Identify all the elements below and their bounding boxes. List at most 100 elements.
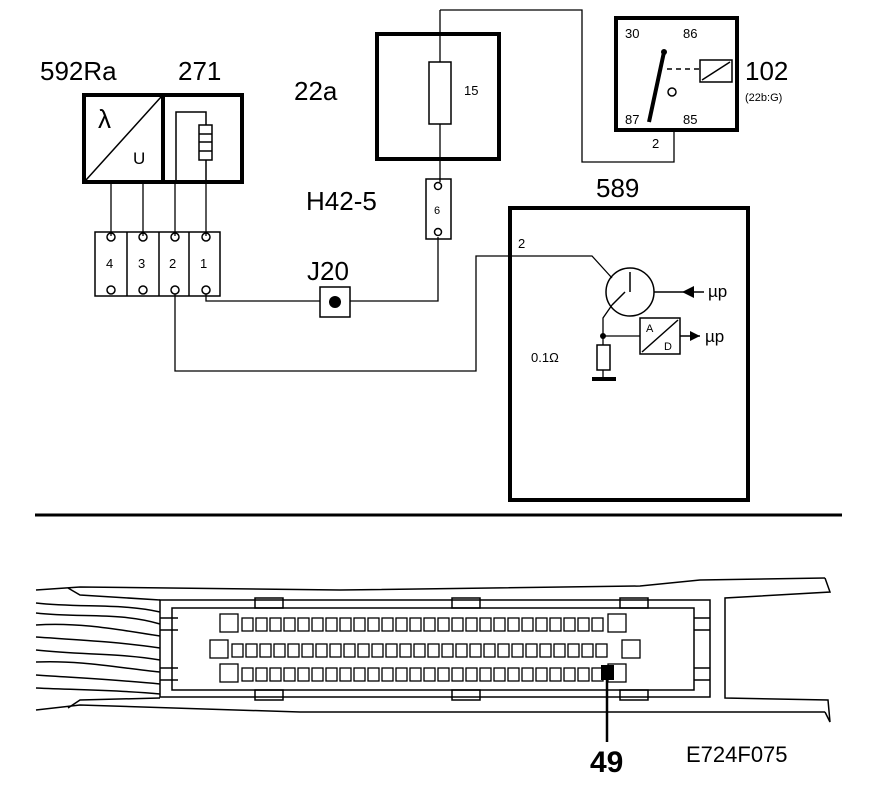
connector-pin — [219, 663, 239, 683]
u-symbol: U — [133, 149, 145, 168]
sensor-id-label: 592Ra — [40, 56, 117, 86]
relay-pin-85: 85 — [683, 112, 697, 127]
connector-pin — [493, 667, 506, 682]
connector-pin — [581, 643, 594, 658]
connector-pin — [621, 639, 641, 659]
connector-pin — [287, 643, 300, 658]
connector-pin — [371, 643, 384, 658]
connector-label: H42-5 — [306, 186, 377, 216]
resistor-label: 0.1Ω — [531, 350, 559, 365]
connector-pin — [297, 667, 310, 682]
connector-pin — [455, 643, 468, 658]
connector-pin — [507, 617, 520, 632]
connector-pin — [465, 617, 478, 632]
sensor-sub-label: 271 — [178, 56, 221, 86]
connector-pin — [255, 617, 268, 632]
connector-pin — [325, 617, 338, 632]
connector-pin — [241, 617, 254, 632]
connector-pin — [437, 667, 450, 682]
sensor-pin-4: 4 — [106, 256, 113, 271]
connector-pin — [325, 667, 338, 682]
connector-pin — [283, 617, 296, 632]
connector-pin — [301, 643, 314, 658]
connector-pin — [241, 667, 254, 682]
connector-pin — [493, 617, 506, 632]
connector-pin — [451, 617, 464, 632]
connector-pin-label: 6 — [434, 205, 440, 217]
connector-pin — [577, 667, 590, 682]
ecu-id-label: 589 — [596, 173, 639, 203]
connector-pin — [483, 643, 496, 658]
connector-pin — [395, 617, 408, 632]
connector-pin — [315, 643, 328, 658]
ad-d-label: D — [664, 341, 672, 353]
fuse-block — [375, 10, 501, 182]
connector-pin — [595, 643, 608, 658]
connector-pin — [577, 617, 590, 632]
connector-pin — [535, 667, 548, 682]
connector-pin — [549, 667, 562, 682]
relay-id-label: 102 — [745, 56, 788, 86]
connector-pin — [395, 667, 408, 682]
connector-pin — [259, 643, 272, 658]
connector-pin — [399, 643, 412, 658]
connector-pin — [269, 617, 282, 632]
connector-pin — [437, 617, 450, 632]
connector-pin — [423, 667, 436, 682]
sensor-wires — [110, 182, 207, 236]
connector-pin — [311, 617, 324, 632]
connector-pin — [507, 667, 520, 682]
connector-pin — [567, 643, 580, 658]
connector-pin — [269, 667, 282, 682]
connector-pin — [511, 643, 524, 658]
connector-pin — [209, 639, 229, 659]
connector-pin — [563, 667, 576, 682]
connector-pin — [367, 617, 380, 632]
connector-pin — [357, 643, 370, 658]
connector-pin — [465, 667, 478, 682]
up-label-1: µp — [708, 282, 727, 301]
connector-pin — [521, 617, 534, 632]
signal-wire — [174, 255, 512, 372]
connector-pin — [441, 643, 454, 658]
fuse-number-label: 15 — [464, 83, 478, 98]
ecu-connector-illustration — [35, 577, 832, 742]
connector-pin — [283, 667, 296, 682]
connector-pin — [549, 617, 562, 632]
connector-pin — [535, 617, 548, 632]
sensor-pin-2: 2 — [169, 256, 176, 271]
connector-pin — [339, 617, 352, 632]
relay-wire-2: 2 — [652, 136, 659, 151]
connector-pin — [353, 667, 366, 682]
connector-h42-5 — [425, 178, 452, 240]
connector-pin — [339, 667, 352, 682]
connector-pin — [427, 643, 440, 658]
connector-pin — [273, 643, 286, 658]
connector-pin — [525, 643, 538, 658]
ecu-pin-2-label: 2 — [518, 236, 525, 251]
ad-a-label: A — [646, 323, 654, 335]
relay-102 — [614, 16, 739, 132]
connector-pin — [553, 643, 566, 658]
figure-code-label: E724F075 — [686, 742, 788, 767]
feed-wire — [205, 237, 439, 302]
fuse-block-label: 22a — [294, 76, 338, 106]
relay-feed-wire — [440, 9, 675, 163]
sensor-pin-3: 3 — [138, 256, 145, 271]
connector-pin — [469, 643, 482, 658]
lambda-sensor — [82, 93, 244, 184]
connector-pin — [245, 643, 258, 658]
junction-label: J20 — [307, 256, 349, 286]
connector-pin — [409, 617, 422, 632]
connector-pin — [353, 617, 366, 632]
connector-pin — [497, 643, 510, 658]
connector-pin — [591, 617, 604, 632]
lambda-symbol: λ — [98, 104, 111, 134]
pin-49-marker — [601, 665, 614, 680]
connector-pin — [381, 617, 394, 632]
connector-pin — [521, 667, 534, 682]
connector-pin — [329, 643, 342, 658]
relay-pin-87: 87 — [625, 112, 639, 127]
connector-pin — [539, 643, 552, 658]
